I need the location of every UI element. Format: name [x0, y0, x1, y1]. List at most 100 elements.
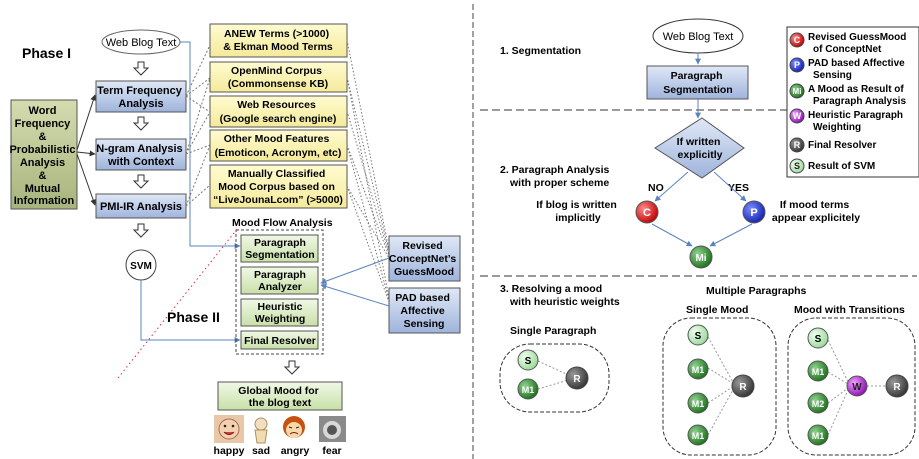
- mood-label-fear: fear: [322, 445, 341, 457]
- single-mood-group: [662, 317, 777, 456]
- svg-text:P: P: [750, 207, 757, 219]
- node-s: S: [517, 349, 539, 371]
- section3-label: 3. Resolving a mood with heuristic weigh…: [500, 283, 620, 308]
- pmi-text: PMI-IR Analysis: [100, 201, 182, 213]
- svg-text:ANEW Terms (>1000) & Ekm: ANEW Terms (>1000) & Ekman Mood Terms: [223, 28, 333, 53]
- node-m1: M1: [687, 392, 709, 414]
- mood-label-angry: angry: [281, 445, 310, 457]
- node-m1: M1: [517, 378, 539, 400]
- yes-label: YES: [728, 182, 749, 194]
- svg-text:M1: M1: [522, 385, 535, 395]
- legend-item: S Result of SVM: [789, 158, 875, 174]
- web-blog-text-label-right: Web Blog Text: [663, 31, 734, 43]
- svg-text:M1: M1: [692, 399, 705, 409]
- svg-text:C: C: [794, 35, 801, 45]
- node-m1: M1: [807, 424, 829, 446]
- svg-text:Result of SVM: Result of SVM: [808, 161, 875, 172]
- decision-text: If written explicitly: [677, 136, 724, 161]
- node-r: R: [565, 366, 589, 390]
- single-mood-label: Single Mood: [686, 304, 748, 316]
- pad-text: PAD based Affective Sensing: [395, 292, 453, 330]
- phase1-label: Phase I: [22, 45, 71, 61]
- multiple-paragraphs-label: Multiple Paragraphs: [706, 285, 807, 297]
- node-m1: M1: [687, 424, 709, 446]
- node-m1: M1: [687, 358, 709, 380]
- paragraph-segmentation-box: [646, 65, 749, 100]
- svg-text:OpenMind Corpus (Commons: OpenMind Corpus (Commonsense KB): [228, 65, 328, 90]
- svg-text:R: R: [573, 374, 581, 385]
- node-p: P: [742, 200, 766, 224]
- word-frequency-box: [10, 99, 78, 210]
- angry-face-icon: [283, 416, 305, 438]
- node-m2: M2: [807, 392, 829, 414]
- pad-box: [388, 287, 461, 334]
- svg-text:C: C: [643, 207, 651, 219]
- pmi-box: [95, 193, 187, 219]
- word-frequency-text: Word Frequency & Probabilistic Analysis …: [9, 105, 78, 207]
- svg-text:Mi: Mi: [695, 253, 706, 264]
- resource-box: OpenMind Corpus (Commonsense KB): [209, 61, 348, 93]
- mood-label-sad: sad: [252, 445, 270, 457]
- flow-step-box: Final Resolver: [240, 330, 319, 350]
- global-mood-box: [217, 381, 343, 411]
- mood-label-happy: happy: [214, 445, 245, 457]
- svg-text:S: S: [525, 356, 532, 367]
- legend-item: R Final Resolver: [789, 137, 876, 153]
- svg-text:R: R: [893, 382, 901, 393]
- svg-text:W: W: [793, 111, 802, 121]
- fear-face-icon: [319, 416, 346, 442]
- svg-text:Manually Classified Mood: Manually Classified Mood Corpus based on…: [213, 168, 343, 206]
- web-blog-text-label: Web Blog Text: [106, 37, 177, 49]
- svg-text:Final Resolver: Final Resolver: [244, 335, 316, 347]
- svg-text:Final Resolver: Final Resolver: [808, 140, 876, 151]
- paragraph-segmentation-text: Paragraph Segmentation: [663, 70, 732, 96]
- svg-text:Other Mood Features (Emo: Other Mood Features (Emoticon, Acronym, …: [215, 133, 342, 159]
- resource-box: Web Resources (Google search engine): [209, 95, 348, 128]
- svg-text:R: R: [739, 382, 747, 393]
- mood-flow-container: [235, 229, 324, 355]
- resource-box: ANEW Terms (>1000) & Ekman Mood Terms: [209, 23, 348, 58]
- svg-text:M1: M1: [812, 431, 825, 441]
- single-paragraph-label: Single Paragraph: [510, 325, 596, 337]
- svg-text:Web Resources (Google se: Web Resources (Google search engine): [220, 99, 337, 125]
- global-mood-text: Global Mood for the blog text: [238, 385, 321, 409]
- node-w: W: [846, 375, 868, 397]
- svg-text:M2: M2: [812, 399, 825, 409]
- node-s: S: [807, 327, 829, 349]
- down-arrow-icon: [132, 61, 301, 375]
- node-m1: M1: [807, 360, 829, 382]
- no-label: NO: [648, 182, 664, 194]
- decision-diamond: [654, 117, 745, 179]
- legend-box: [786, 26, 919, 178]
- svg-text:M1: M1: [812, 367, 825, 377]
- svg-text:M1: M1: [692, 365, 705, 375]
- ngram-text: N-gram Analysis with Context: [96, 143, 185, 168]
- node-mi: Mi: [689, 245, 713, 269]
- happy-face-icon: [214, 415, 244, 443]
- ngram-box: [95, 138, 187, 171]
- node-r: R: [885, 374, 909, 398]
- implicit-label: If blog is written implicitly: [536, 199, 619, 224]
- section2-label: 2. Paragraph Analysis with proper scheme: [500, 164, 612, 189]
- svg-text:S: S: [695, 331, 702, 342]
- resource-box: Manually Classified Mood Corpus based on…: [209, 164, 348, 209]
- node-r: R: [731, 374, 755, 398]
- svg-text:S: S: [815, 334, 822, 345]
- svg-text:M1: M1: [692, 431, 705, 441]
- svg-text:S: S: [794, 161, 800, 171]
- svm-text: SVM: [130, 261, 152, 272]
